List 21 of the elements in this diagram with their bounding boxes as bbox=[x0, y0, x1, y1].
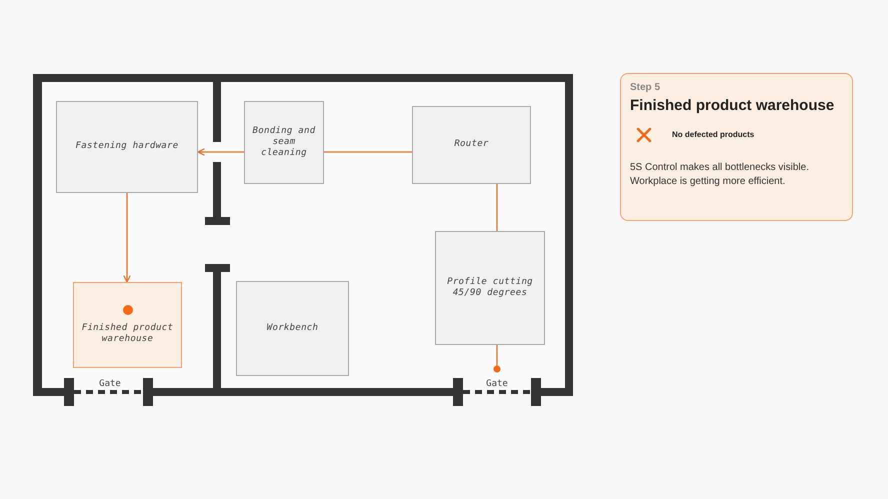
station-box bbox=[412, 106, 531, 184]
station-label: Fastening hardware bbox=[76, 141, 178, 153]
flow-arrow bbox=[197, 148, 244, 156]
station-box bbox=[244, 101, 324, 184]
station-label: Router bbox=[454, 139, 489, 151]
gate-label: Gate bbox=[99, 379, 121, 389]
highlighted-station-box bbox=[73, 282, 182, 368]
station-box bbox=[236, 281, 349, 376]
step-label: Step 5 bbox=[630, 82, 660, 93]
gate-label: Gate bbox=[486, 379, 508, 389]
station-box bbox=[56, 101, 198, 193]
info-card bbox=[620, 73, 853, 221]
card-title: Finished product warehouse bbox=[630, 98, 834, 114]
station-label: Bonding and seam cleaning bbox=[252, 126, 316, 160]
status-text: No defected products bbox=[672, 130, 754, 139]
station-label: Profile cutting 45/90 degrees bbox=[446, 276, 534, 300]
description-text: 5S Control makes all bottlenecks visible. Workplace is getting more efficient. bbox=[630, 160, 810, 189]
station-label: Workbench bbox=[266, 322, 318, 334]
station-box bbox=[435, 231, 545, 345]
flow-arrow bbox=[123, 193, 131, 283]
station-label: Finished product warehouse bbox=[80, 322, 174, 346]
